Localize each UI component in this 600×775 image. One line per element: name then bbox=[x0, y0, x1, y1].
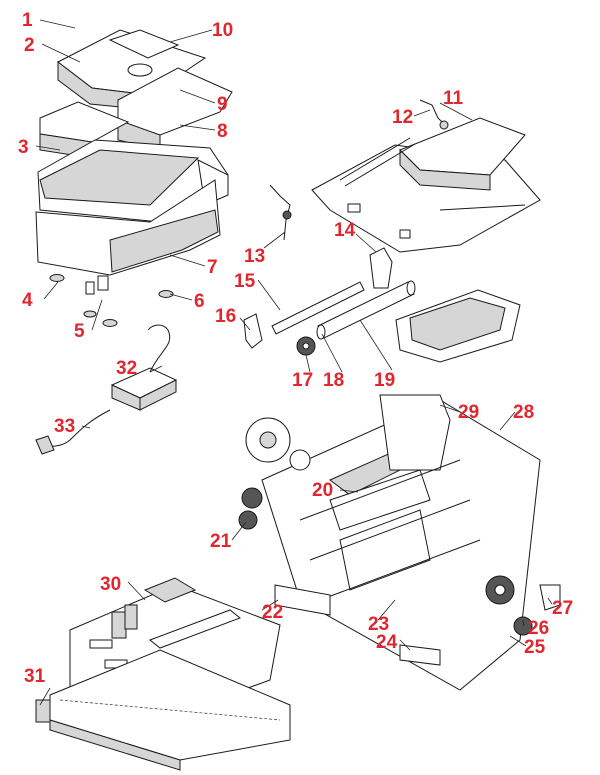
gear-part bbox=[296, 336, 316, 356]
label-14: 14 bbox=[334, 220, 356, 241]
label-32: 32 bbox=[116, 358, 137, 379]
label-18: 18 bbox=[323, 370, 344, 391]
label-19: 19 bbox=[374, 370, 395, 391]
gear-set-part bbox=[238, 487, 263, 530]
spring-part bbox=[419, 99, 449, 130]
label-26: 26 bbox=[528, 618, 549, 639]
label-5: 5 bbox=[74, 321, 85, 342]
main-frame-part bbox=[261, 394, 541, 691]
drive-gear-part bbox=[485, 575, 533, 636]
lower-case-part bbox=[35, 179, 221, 295]
label-8: 8 bbox=[217, 121, 228, 142]
large-gear-part bbox=[245, 417, 311, 471]
label-27: 27 bbox=[552, 598, 573, 619]
label-21: 21 bbox=[210, 531, 232, 552]
label-33: 33 bbox=[54, 416, 75, 437]
label-2: 2 bbox=[24, 35, 35, 56]
power-cord-part bbox=[35, 409, 111, 455]
bracket-part bbox=[369, 247, 393, 289]
label-1: 1 bbox=[22, 10, 33, 31]
connector-part bbox=[35, 699, 51, 723]
shaft-part bbox=[271, 281, 365, 335]
ac-adapter-part bbox=[110, 324, 178, 411]
lever-part bbox=[269, 184, 292, 241]
label-15: 15 bbox=[234, 271, 256, 292]
label-3: 3 bbox=[18, 137, 29, 158]
leader-lines bbox=[35, 19, 553, 706]
arm-part bbox=[243, 313, 263, 349]
label-10: 10 bbox=[212, 20, 233, 41]
mechanism-frame-part bbox=[311, 117, 541, 253]
label-13: 13 bbox=[244, 246, 265, 267]
label-7: 7 bbox=[207, 257, 218, 278]
label-30: 30 bbox=[100, 574, 121, 595]
upper-case-part bbox=[37, 139, 229, 223]
label-22: 22 bbox=[262, 602, 283, 623]
label-29: 29 bbox=[458, 402, 479, 423]
part-labels: 1 2 3 4 5 6 7 8 9 10 11 12 13 14 15 16 1… bbox=[18, 10, 573, 687]
roller-part bbox=[316, 280, 416, 340]
label-11: 11 bbox=[443, 88, 464, 109]
label-31: 31 bbox=[24, 666, 46, 687]
label-23: 23 bbox=[368, 614, 389, 635]
label-25: 25 bbox=[524, 637, 546, 658]
label-20: 20 bbox=[312, 480, 333, 501]
label-4: 4 bbox=[22, 290, 33, 311]
label-9: 9 bbox=[217, 94, 228, 115]
label-28: 28 bbox=[513, 402, 534, 423]
label-17: 17 bbox=[292, 370, 313, 391]
label-24: 24 bbox=[376, 632, 398, 653]
guide-part bbox=[395, 289, 521, 363]
label-16: 16 bbox=[215, 306, 236, 327]
rubber-feet bbox=[49, 274, 174, 327]
label-12: 12 bbox=[392, 107, 413, 128]
label-6: 6 bbox=[194, 291, 205, 312]
